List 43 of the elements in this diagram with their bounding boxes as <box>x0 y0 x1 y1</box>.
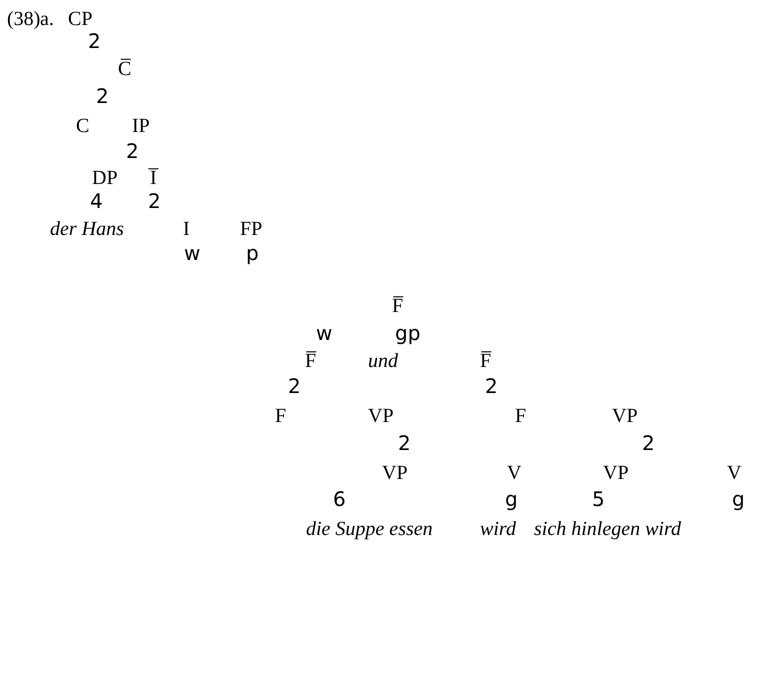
category-label: F <box>275 405 286 427</box>
tree-glyph: 2 <box>288 375 301 397</box>
category-label: F̅ <box>480 350 492 372</box>
tree-glyph: 2 <box>96 85 109 107</box>
tree-glyph: g <box>505 488 518 510</box>
category-label: C̅ <box>118 58 132 80</box>
tree-glyph: p <box>246 242 259 264</box>
tree-glyph: w <box>316 322 332 344</box>
category-label: I̅ <box>150 167 157 189</box>
tree-glyph: g <box>732 488 745 510</box>
category-label: C <box>76 115 90 137</box>
category-label: VP <box>612 405 638 427</box>
terminal-words: und <box>368 350 398 372</box>
category-label: CP <box>68 8 92 30</box>
tree-glyph: 2 <box>485 375 498 397</box>
category-label: V <box>727 462 742 484</box>
category-label: FP <box>240 218 262 240</box>
tree-glyph: 2 <box>126 140 139 162</box>
terminal-words: sich hinlegen wird <box>534 518 682 540</box>
tree-glyph: 4 <box>90 190 103 212</box>
terminal-words: die Suppe essen <box>306 518 433 540</box>
category-label: DP <box>92 167 118 189</box>
terminal-words: der Hans <box>50 218 124 240</box>
category-label: F <box>515 405 526 427</box>
tree-glyph: 2 <box>398 432 411 454</box>
tree-glyph: 2 <box>88 30 101 52</box>
category-label: VP <box>603 462 629 484</box>
category-label: V <box>507 462 522 484</box>
category-label: VP <box>368 405 394 427</box>
example-number: (38) <box>7 8 40 30</box>
tree-glyph: w <box>184 242 200 264</box>
example-number: a. <box>40 8 54 30</box>
tree-glyph: 5 <box>592 488 605 510</box>
tree-glyph: gp <box>395 322 420 344</box>
terminal-words: wird <box>480 518 516 540</box>
tree-glyph: 2 <box>148 190 161 212</box>
category-label: VP <box>382 462 408 484</box>
category-label: IP <box>132 115 150 137</box>
tree-glyph: 2 <box>642 432 655 454</box>
tree-glyph: 6 <box>333 488 346 510</box>
category-label: I <box>183 218 190 240</box>
category-label: F̅ <box>392 295 404 317</box>
category-label: F̅ <box>305 350 316 372</box>
